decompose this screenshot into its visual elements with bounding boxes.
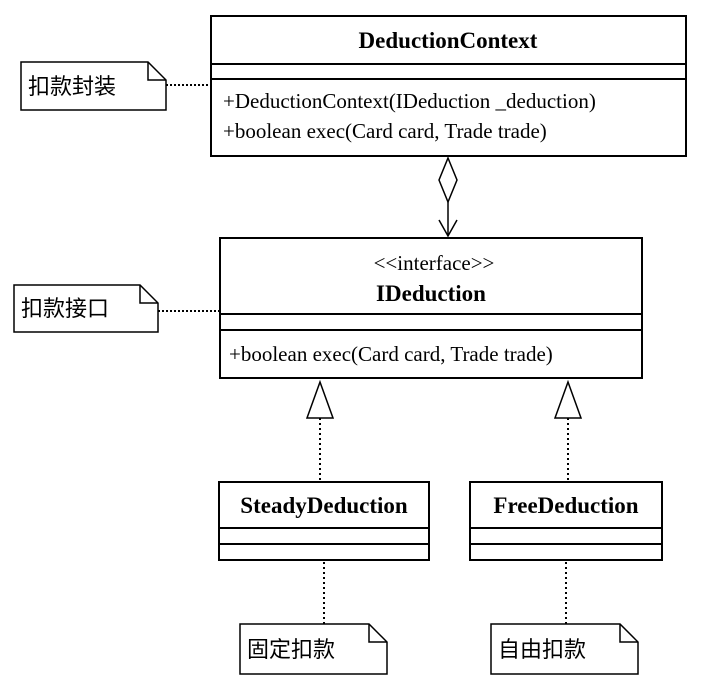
class-name: DeductionContext [359, 28, 538, 53]
note-fold [139, 285, 158, 304]
note-shape [20, 61, 167, 111]
realization-steady [305, 379, 335, 480]
note-shape [239, 623, 388, 675]
note-fold [147, 62, 166, 81]
stereotype-label: <<interface>> [374, 251, 495, 275]
note-text: 固定扣款 [247, 638, 335, 663]
open-arrowhead [438, 219, 458, 238]
note-text: 扣款封装 [28, 75, 116, 100]
interface-ideduction: <<interface>> IDeduction +boolean exec(C… [219, 237, 643, 379]
note-text: 扣款接口 [21, 297, 109, 322]
class-name: FreeDeduction [493, 493, 638, 518]
realization-free [553, 379, 583, 480]
class-name: SteadyDeduction [240, 493, 408, 518]
note-shape [490, 623, 639, 675]
note-shape [13, 284, 159, 333]
note-context: 扣款封装 [20, 61, 211, 111]
hollow-triangle [553, 379, 583, 419]
class-name: IDeduction [376, 281, 486, 306]
note-interface: 扣款接口 [13, 284, 220, 333]
class-box [218, 481, 430, 561]
note-free: 自由扣款 [490, 623, 639, 675]
aggregation-diamond [438, 156, 458, 204]
note-text: 自由扣款 [498, 638, 586, 663]
operation: +DeductionContext(IDeduction _deduction) [223, 89, 596, 113]
class-box [469, 481, 663, 561]
class-free-deduction: FreeDeduction [469, 481, 663, 561]
aggregation-connector [438, 156, 458, 238]
operation: +boolean exec(Card card, Trade trade) [223, 119, 547, 143]
note-fold [368, 624, 387, 643]
operation: +boolean exec(Card card, Trade trade) [229, 342, 553, 366]
hollow-triangle [305, 379, 335, 419]
note-steady: 固定扣款 [239, 623, 388, 675]
class-box [210, 15, 687, 157]
class-steady-deduction: SteadyDeduction [218, 481, 430, 561]
class-deduction-context: DeductionContext +DeductionContext(IDedu… [210, 15, 687, 157]
class-box [219, 237, 643, 379]
note-fold [619, 624, 638, 643]
